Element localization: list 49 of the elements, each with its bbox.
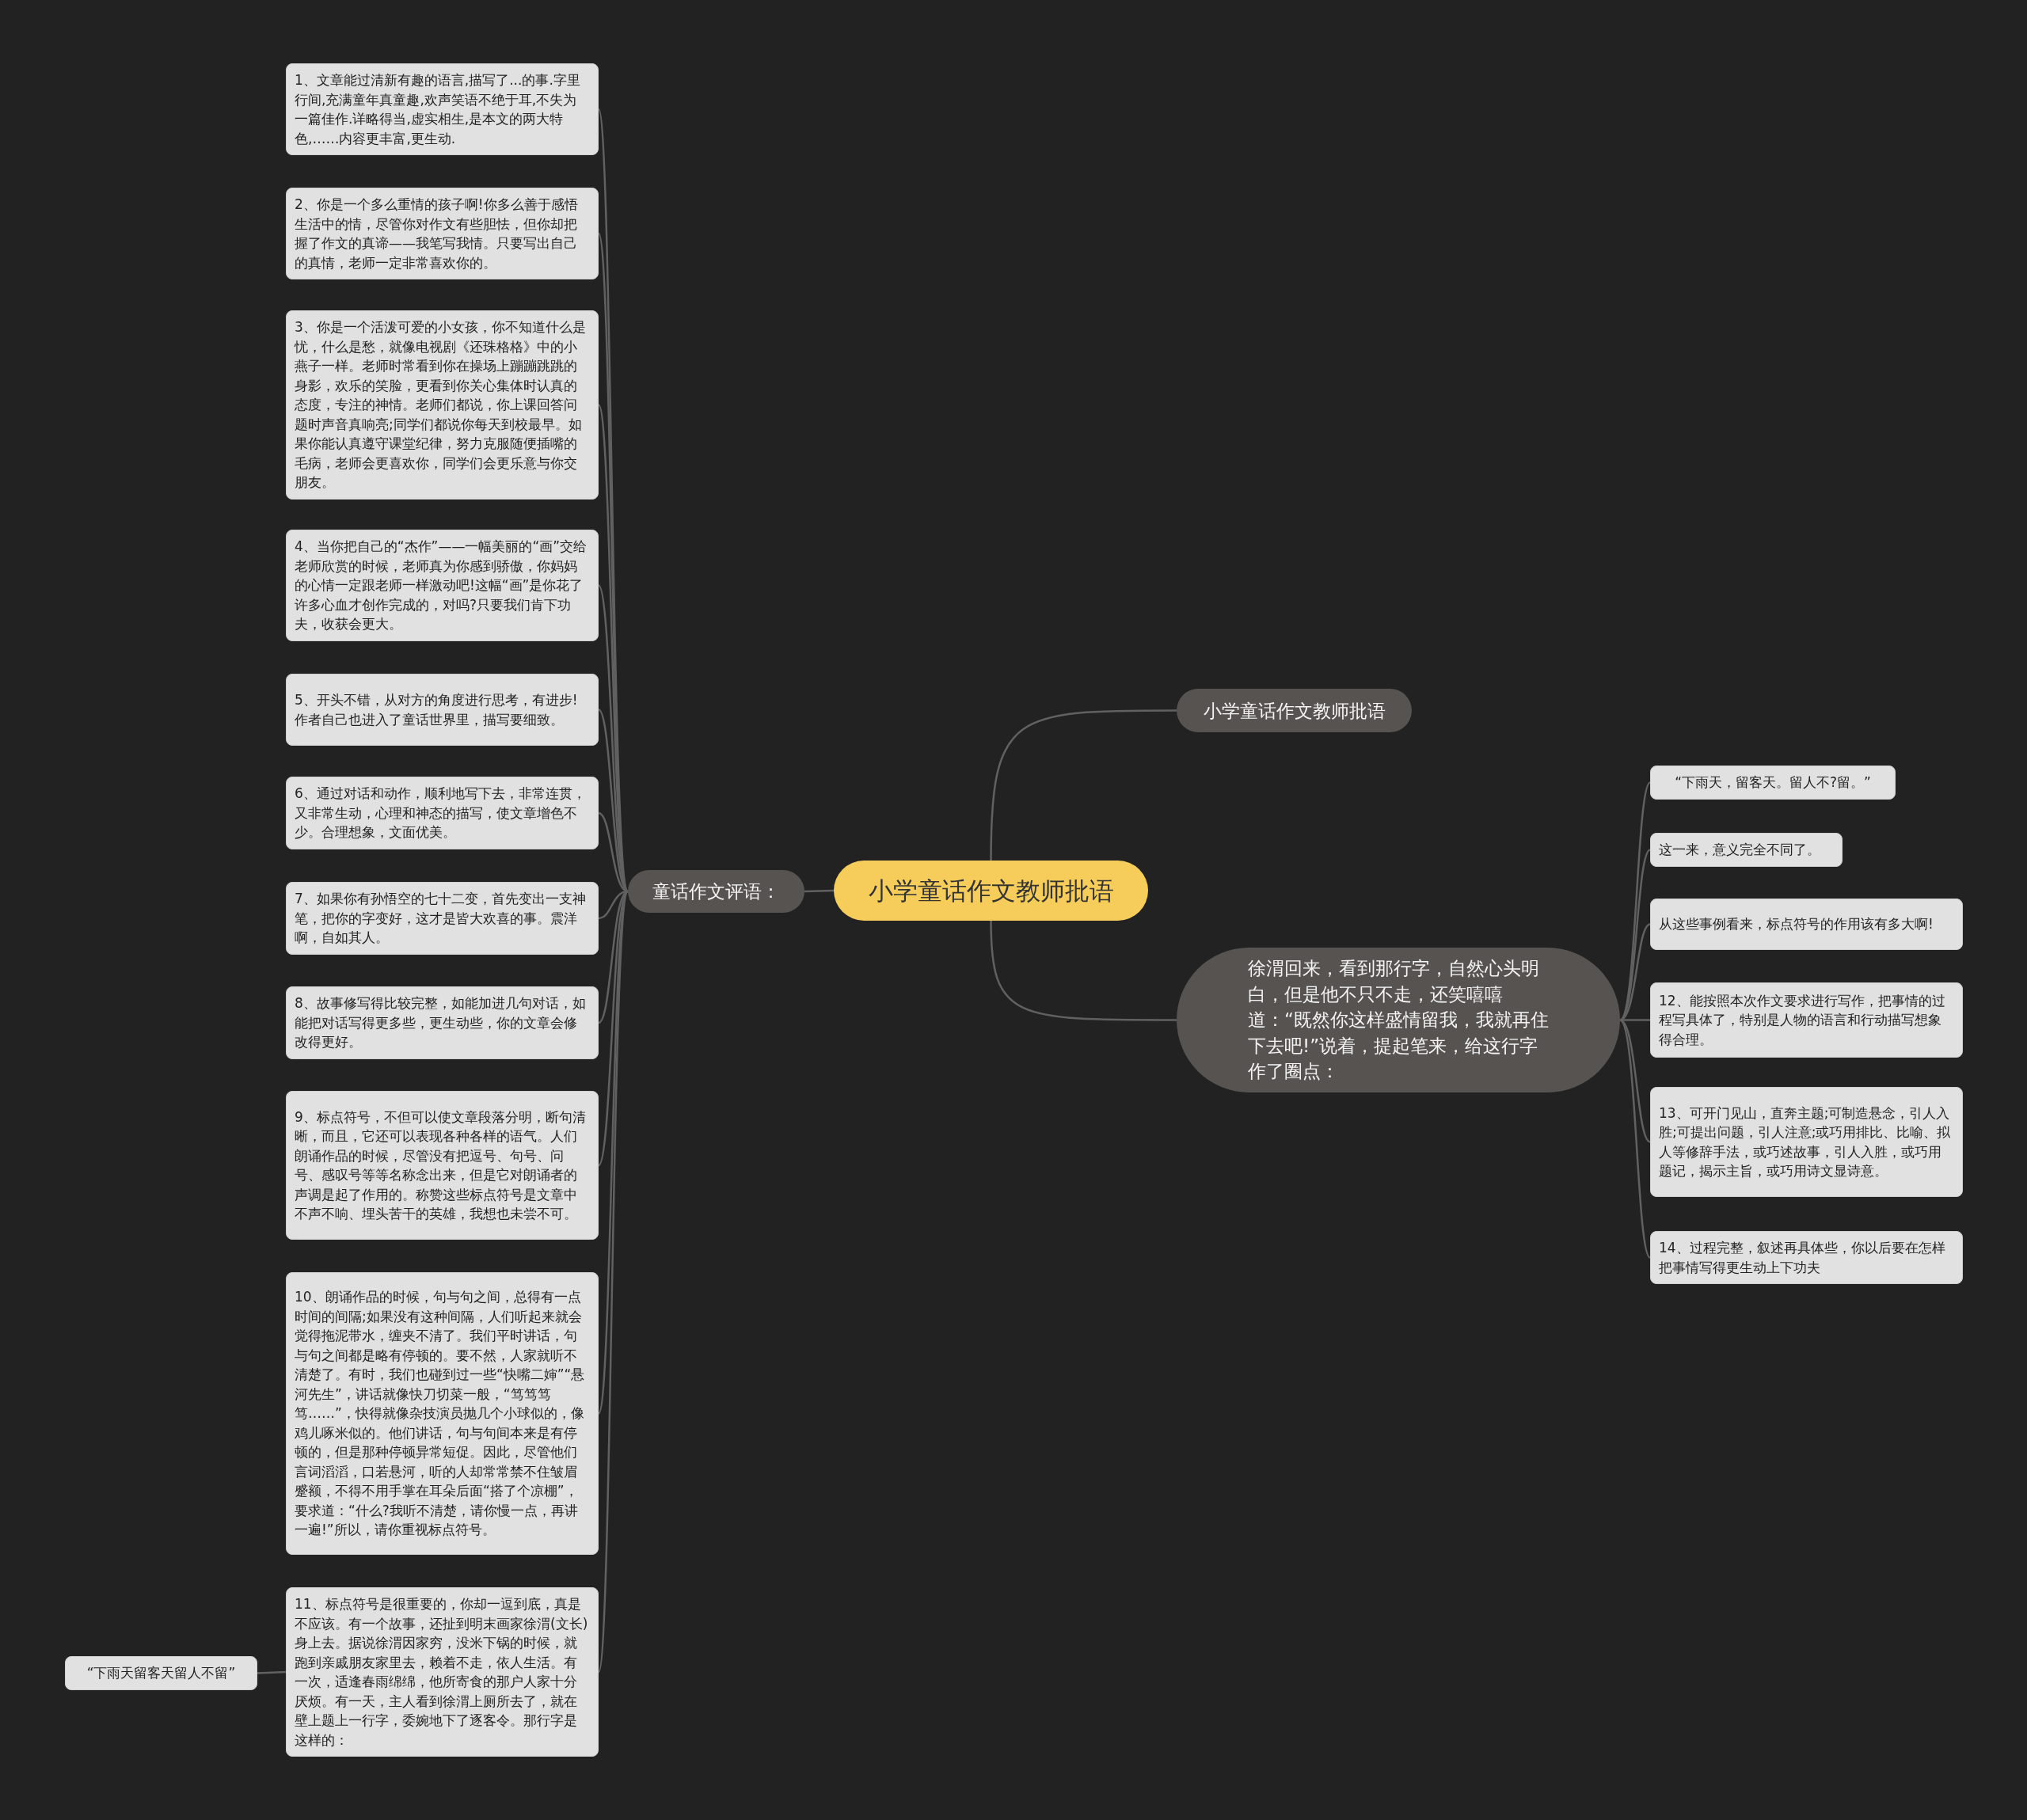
note-card <box>286 530 599 641</box>
note-card <box>286 1272 599 1555</box>
connector-line <box>257 1670 287 1674</box>
topic-text: “下雨天留客天留人不留” <box>86 1664 237 1682</box>
topic-text: 童话作文评语： <box>652 880 780 903</box>
note-card <box>286 777 599 849</box>
connector-line <box>990 709 1177 861</box>
connector-line <box>1619 781 1652 1021</box>
note-card <box>1650 833 1843 867</box>
topic-text: 5、开头不错，从对方的角度进行思考，有进步!作者自己也进入了童话世界里，描写要细致。 <box>295 691 579 729</box>
connector-line <box>1620 1019 1650 1021</box>
note-card <box>286 882 599 955</box>
topic-text: 14、过程完整，叙述再具体些，你以后要在怎样把事情写得更生动上下功夫 <box>1659 1239 1946 1277</box>
topic-text: 徐渭回来，看到那行字，自然心头明白，但是他不只不走，还笑嘻嘻道：“既然你这样盛情留我，我就再住下去吧!”说着，提起笔来，给这行字作了圈点： <box>1248 957 1549 1084</box>
topic-text: 6、通过对话和动作，顺利地写下去，非常连贯，又非常生动，心理和神态的描写，使文章增色不少。合理想象，文面优美。 <box>295 785 587 842</box>
note-card <box>286 63 599 155</box>
topic-text: 4、当你把自己的“杰作”——一幅美丽的“画”交给老师欣赏的时候，老师真为你感到骄傲，你妈妈的心情一定跟老师一样激动吧!这幅“画”是你花了许多心血才创作完成的，对吗?只要我们肯下功夫，收获会更大。 <box>295 538 588 633</box>
topic-text: 7、如果你有孙悟空的七十二变，首先变出一支神笔，把你的字变好，这才是皆大欢喜的事。震洋啊，自如其人。 <box>295 890 587 947</box>
topic-text: 10、朗诵作品的时候，句与句之间，总得有一点时间的间隔;如果没有这种间隔，人们听起来就会觉得拖泥带水，缠夹不清了。我们平时讲话，句与句之间都是略有停顿的。要不然，人家就听不清楚了。有时，我们也碰到过一些“快嘴二婶”“悬河先生”，讲话就像快刀切菜一般，“笃笃笃笃……”，快得就像杂技演员抛几个小球似的，像鸡儿啄米似的。他们讲话，句与句间本来是有停顿的，但是那种停顿异常短促。因此，尽管他们言词滔滔，口若悬河，听的人却常常禁不住皱眉蹙额，不得不用手掌在耳朵后面“搭了个凉棚”，要求道：“什么?我听不清楚，请你慢一点，再讲一遍!”所以，请你重视标点符号。 <box>295 1288 586 1540</box>
note-card <box>286 986 599 1059</box>
note-card <box>1650 1231 1963 1284</box>
note-card <box>1650 1087 1963 1197</box>
topic-text: 9、标点符号，不但可以使文章段落分明，断句清晰，而且，它还可以表现各种各样的语气。人们朗诵作品的时候，尽管没有把逗号、句号、问号、感叹号等等名称念出来，但是它对朗诵者的声调是起了作用的。称赞这些标点符号是文章中不声不响、埋头苦干的英雄，我想也未尝不可。 <box>295 1108 587 1223</box>
connector-line <box>990 920 1177 1021</box>
topic-text: 8、故事修写得比较完整，如能加进几句对话，如能把对话写得更多些，更生动些，你的文章会修改得更好。 <box>295 994 587 1051</box>
note-card <box>286 1091 599 1240</box>
connector-line <box>804 889 835 893</box>
topic-text: 小学童话作文教师批语 <box>868 876 1114 906</box>
note-card <box>1650 982 1963 1058</box>
connector-line <box>1619 1019 1652 1259</box>
topic-text: 12、能按照本次作文要求进行写作，把事情的过程写具体了，特别是人物的语言和行动描写想象得合理。 <box>1659 991 1946 1049</box>
topic-text: 13、可开门见山，直奔主题;可制造悬念，引人入胜;可提出问题，引人注意;或巧用排比、比喻、拟人等修辞手法，或巧述故事，引人入胜，或巧用题记，揭示主旨，或巧用诗文显诗意。 <box>1659 1104 1952 1180</box>
branch-topic <box>628 870 804 913</box>
topic-text: 2、你是一个多么重情的孩子啊!你多么善于感悟生活中的情，尽管你对作文有些胆怯，但你却把握了作文的真谛——我笔写我情。只要写出自己的真情，老师一定非常喜欢你的。 <box>295 196 579 272</box>
topic-text: 小学童话作文教师批语 <box>1203 699 1386 723</box>
connector-line <box>1619 1019 1651 1143</box>
topic-text: 从这些事例看来，标点符号的作用该有多大啊! <box>1659 915 1934 934</box>
note-card <box>286 674 599 746</box>
note-card <box>1650 899 1963 950</box>
topic-text: 11、标点符号是很重要的，你却一逗到底，真是不应该。有一个故事，还扯到明末画家徐渭(文长)身上去。据说徐渭因家穷，没米下锅的时候，就跑到亲戚朋友家里去，赖着不走，依人生活。有一次，适逢春雨绵绵，他所寄食的那户人家十分厌烦。有一天，主人看到徐渭上厕所去了，就在壁上题上一行字，委婉地下了逐客令。那行字是这样的： <box>295 1595 589 1750</box>
note-card <box>1650 766 1896 800</box>
connector-line <box>597 891 629 1673</box>
topic-text: 1、文章能过清新有趣的语言,描写了...的事.字里行间,充满童年真童趣,欢声笑语不绝于耳,不失为一篇佳作.详略得当,虚实相生,是本文的两大特色,……内容更丰富,更生动. <box>295 71 581 148</box>
topic-text: “下雨天，留客天。留人不?留。” <box>1674 773 1872 792</box>
topic-text: 这一来，意义完全不同了。 <box>1659 841 1821 859</box>
note-card <box>286 188 599 279</box>
topic-text: 3、你是一个活泼可爱的小女孩，你不知道什么是忧，什么是愁，就像电视剧《还珠格格》中的小燕子一样。老师时常看到你在操场上蹦蹦跳跳的身影，欢乐的笑脸，更看到你关心集体时认真的态度，专注的神情。老师们都说，你上课回答问题时声音真响亮;同学们都说你每天到校最早。如果你能认真遵守课堂纪律，努力克服随便插嘴的毛病，老师会更喜欢你，同学们会更乐意与你交朋友。 <box>295 318 587 492</box>
branch-topic <box>1177 689 1412 732</box>
note-card <box>65 1656 257 1690</box>
